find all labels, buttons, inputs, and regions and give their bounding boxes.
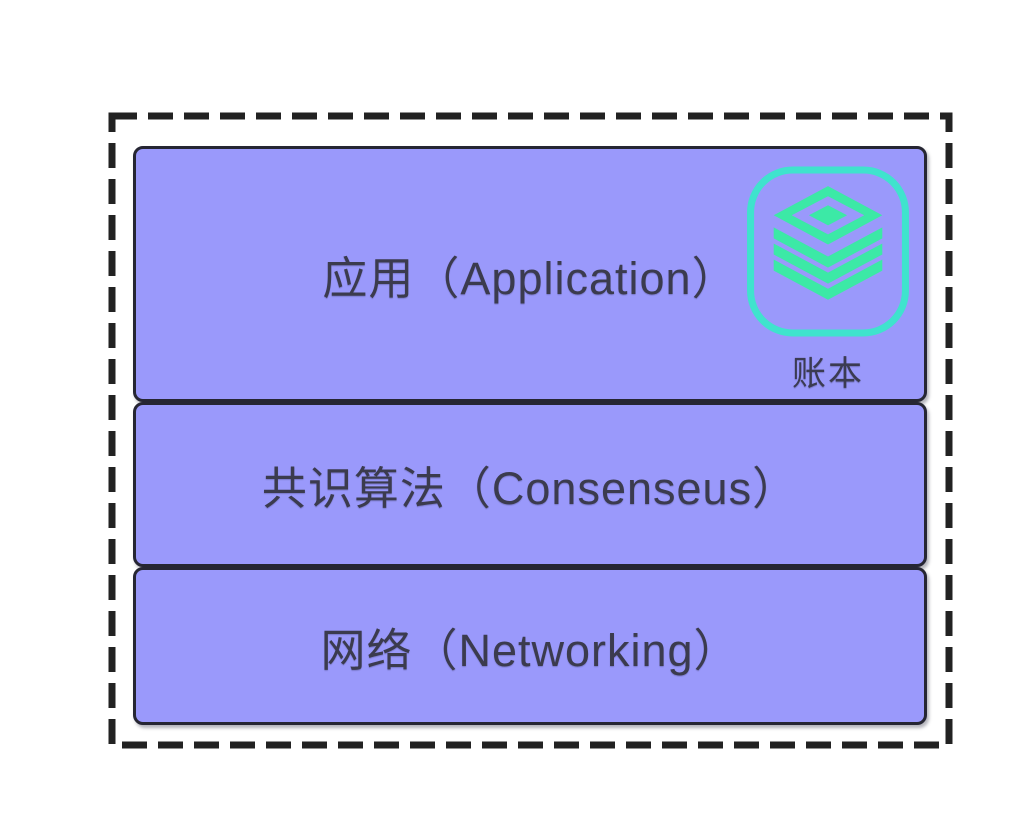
dashed-border-frame xyxy=(108,112,953,749)
layer-application: 应用（Application） 账本 xyxy=(133,146,927,402)
layer-consensus: 共识算法（Consenseus） xyxy=(133,402,927,567)
layer-networking: 网络（Networking） xyxy=(133,567,927,725)
layer-networking-label: 网络（Networking） xyxy=(320,624,740,676)
layer-application-label: 应用（Application） xyxy=(322,252,738,304)
ledger-label: 账本 xyxy=(792,355,864,393)
ledger-stack-icon xyxy=(747,166,909,337)
layer-consensus-label: 共识算法（Consenseus） xyxy=(261,463,799,514)
ledger-block: 账本 xyxy=(738,163,918,395)
